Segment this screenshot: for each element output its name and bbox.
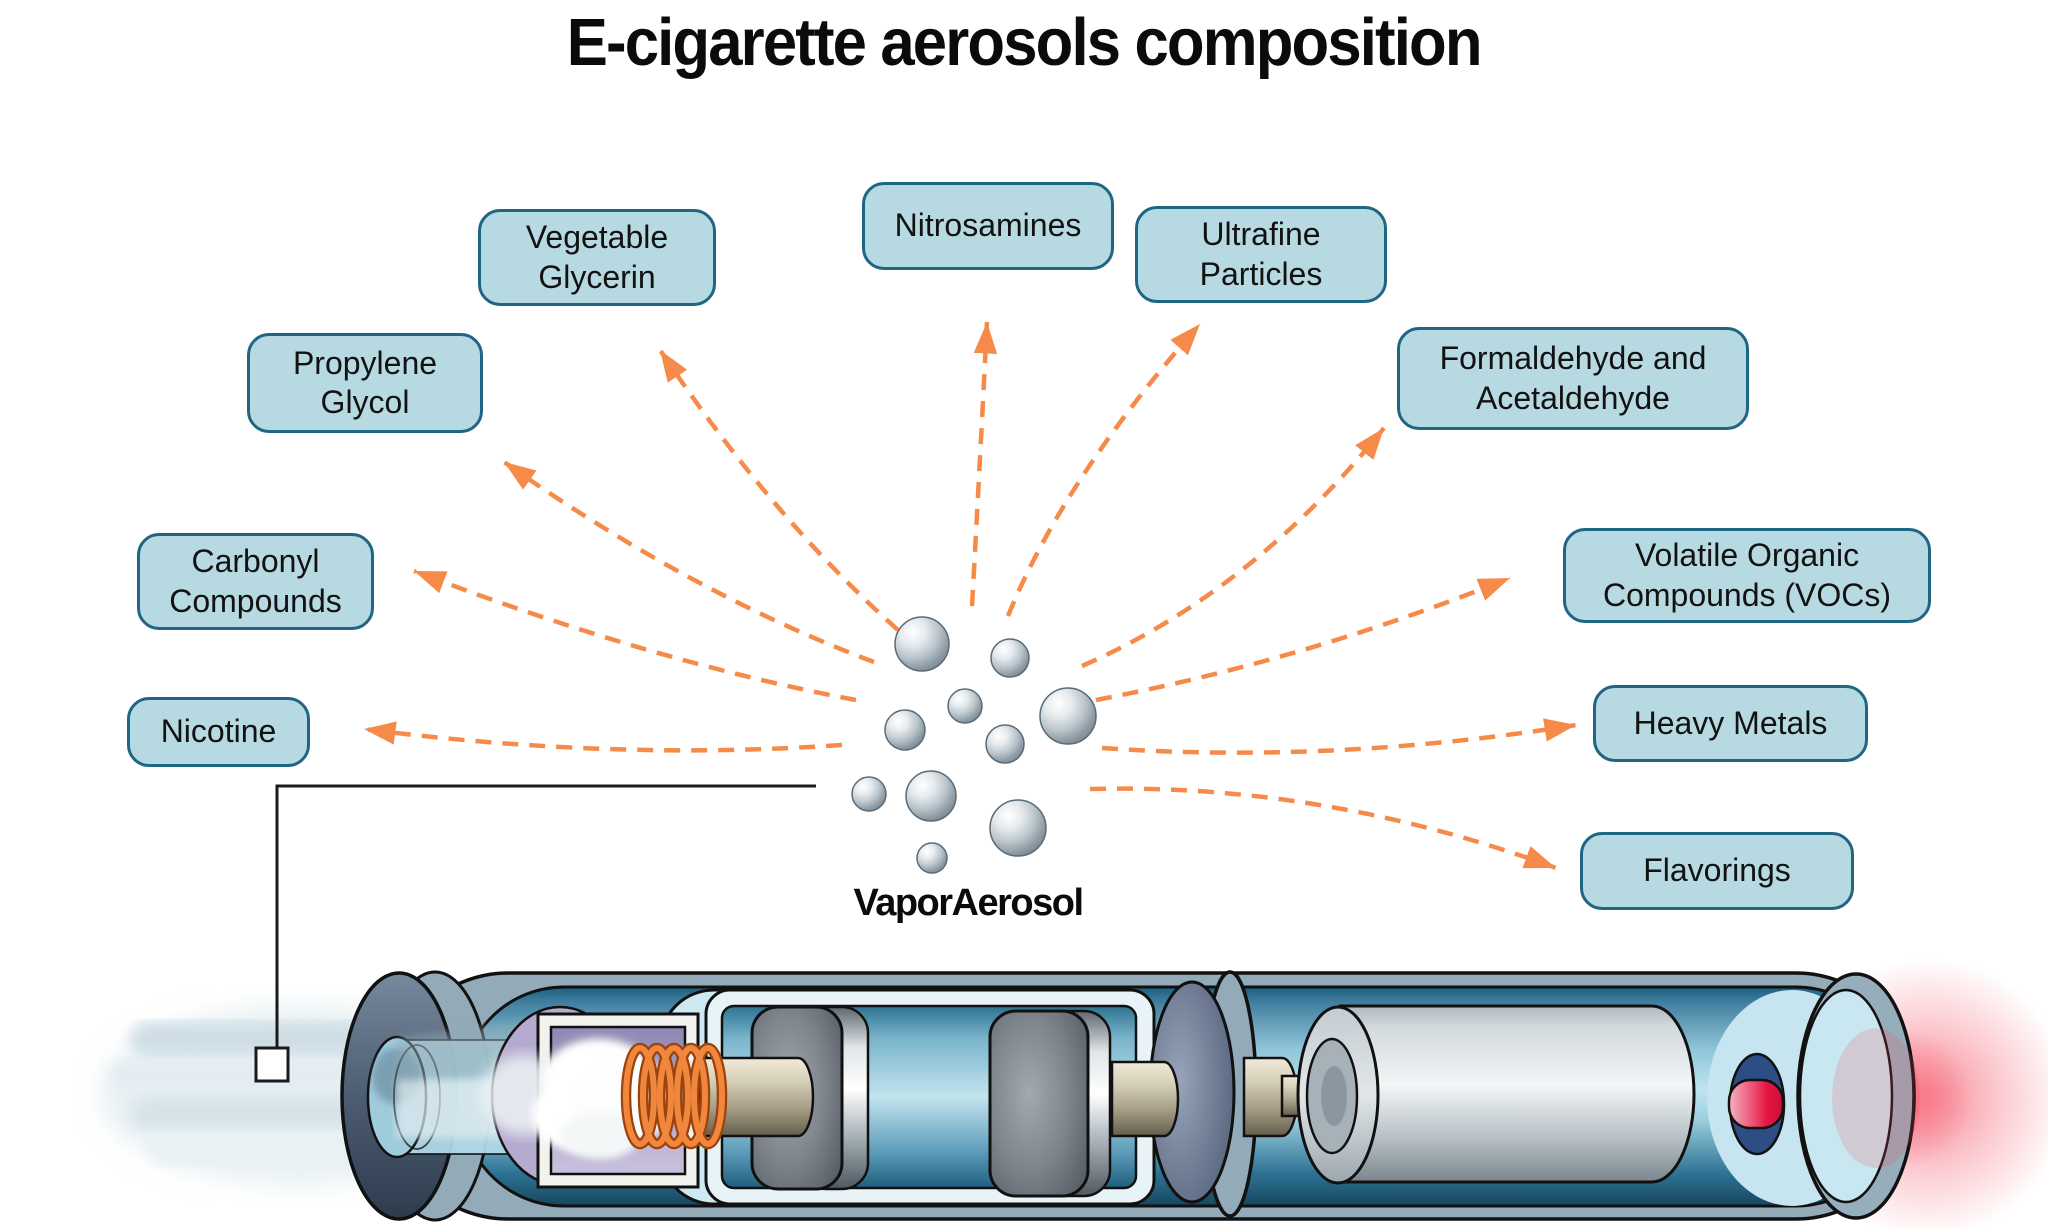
- arrow-vegetable-glycerin: [658, 348, 900, 632]
- label-volatile-organic-compounds: Volatile Organic Compounds (VOCs): [1563, 528, 1931, 623]
- arrow-propylene-glycol: [502, 460, 875, 665]
- callout-marker: [254, 1046, 290, 1083]
- label-nicotine: Nicotine: [127, 697, 310, 767]
- heating-coil: [620, 1042, 728, 1150]
- arrow-voc: [1095, 575, 1511, 703]
- label-heavy-metals: Heavy Metals: [1593, 685, 1868, 762]
- arrow-nitrosamines: [969, 321, 998, 607]
- arrow-flavorings: [1089, 786, 1557, 871]
- atomizer-chamber: [480, 1005, 815, 1189]
- arrow-formaldehyde: [1081, 426, 1386, 669]
- led-tip: [1707, 972, 1920, 1220]
- section-joint: [1110, 970, 1258, 1218]
- label-propylene-glycol: Propylene Glycol: [247, 333, 483, 433]
- callout-line: [275, 784, 816, 1048]
- arrow-ultrafine-particles: [1005, 322, 1202, 617]
- mouthpiece: [340, 970, 547, 1222]
- arrow-carbonyl-compounds: [413, 568, 857, 703]
- arrow-heavy-metals: [1101, 718, 1577, 755]
- atomizer-rod: [698, 1056, 815, 1138]
- led-bulb: [1727, 1078, 1785, 1130]
- e-cigarette-illustration: [100, 958, 2048, 1229]
- aerosol-particles: [851, 616, 1097, 874]
- title-bar: E-cigarette aerosols composition: [0, 4, 2048, 81]
- arrow-nicotine: [363, 721, 843, 753]
- battery: [1242, 1004, 1696, 1185]
- arrows: [363, 321, 1577, 871]
- label-ultrafine-particles: Ultrafine Particles: [1135, 206, 1387, 303]
- page-title: E-cigarette aerosols composition: [567, 5, 1483, 80]
- label-formaldehyde-acetaldehyde: Formaldehyde and Acetaldehyde: [1397, 327, 1749, 430]
- label-nitrosamines: Nitrosamines: [862, 182, 1114, 270]
- label-carbonyl-compounds: Carbonyl Compounds: [137, 533, 374, 630]
- label-flavorings: Flavorings: [1580, 832, 1854, 910]
- vapor-aerosol-caption: VaporAerosol: [853, 882, 1084, 924]
- cartridge-seal-2: [988, 1009, 1112, 1198]
- label-vegetable-glycerin: Vegetable Glycerin: [478, 209, 716, 306]
- callout: [254, 784, 816, 1083]
- cartridge-seal-1: [750, 1005, 870, 1191]
